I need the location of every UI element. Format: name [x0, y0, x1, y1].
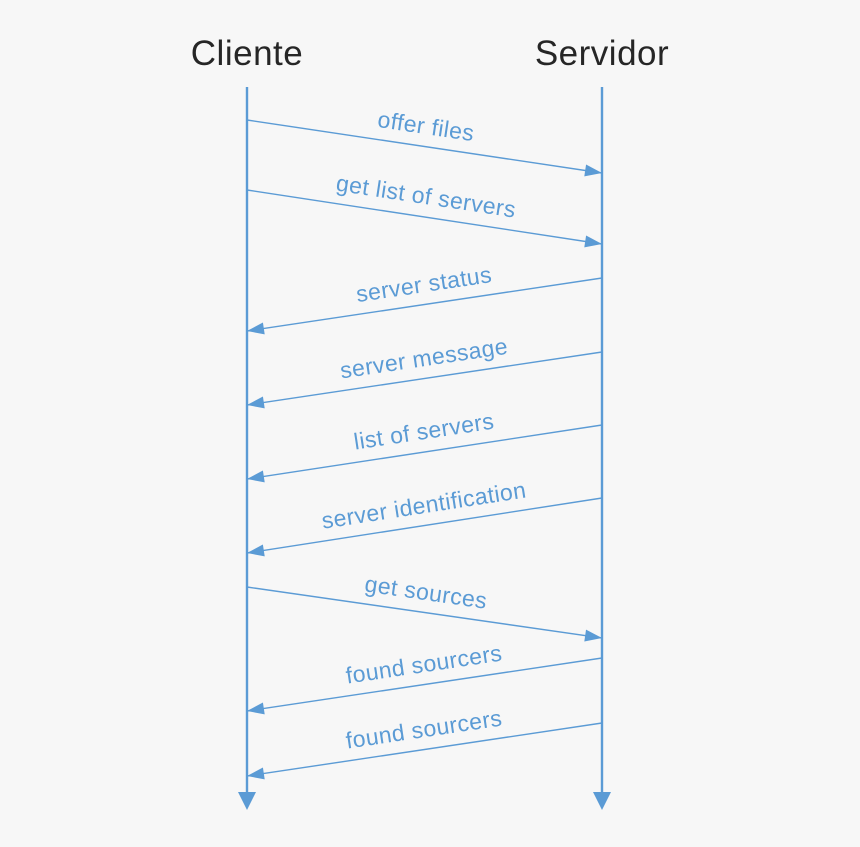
message-line [246, 722, 603, 777]
actor-label-cliente: Cliente [190, 34, 304, 73]
message-arrowhead-icon [247, 544, 265, 557]
message-line [246, 351, 603, 406]
message-arrowhead-icon [247, 702, 265, 715]
message-line [246, 497, 603, 554]
message-line [246, 586, 603, 639]
message-arrowhead-icon [247, 322, 265, 335]
actor-label-servidor: Servidor [534, 34, 670, 73]
message-arrowhead-icon [584, 629, 602, 642]
message-line [246, 119, 603, 174]
message-line [246, 657, 603, 712]
message-line [246, 424, 603, 480]
message-arrowhead-icon [247, 470, 265, 483]
message-arrowhead-icon [584, 235, 602, 248]
message-line [246, 277, 603, 332]
lifeline-end-arrowhead-icon [238, 792, 256, 810]
message-arrowhead-icon [247, 396, 265, 409]
message-arrowhead-icon [584, 164, 602, 177]
message-line [246, 189, 603, 245]
message-arrowhead-icon [247, 767, 265, 780]
lifeline-end-arrowhead-icon [593, 792, 611, 810]
